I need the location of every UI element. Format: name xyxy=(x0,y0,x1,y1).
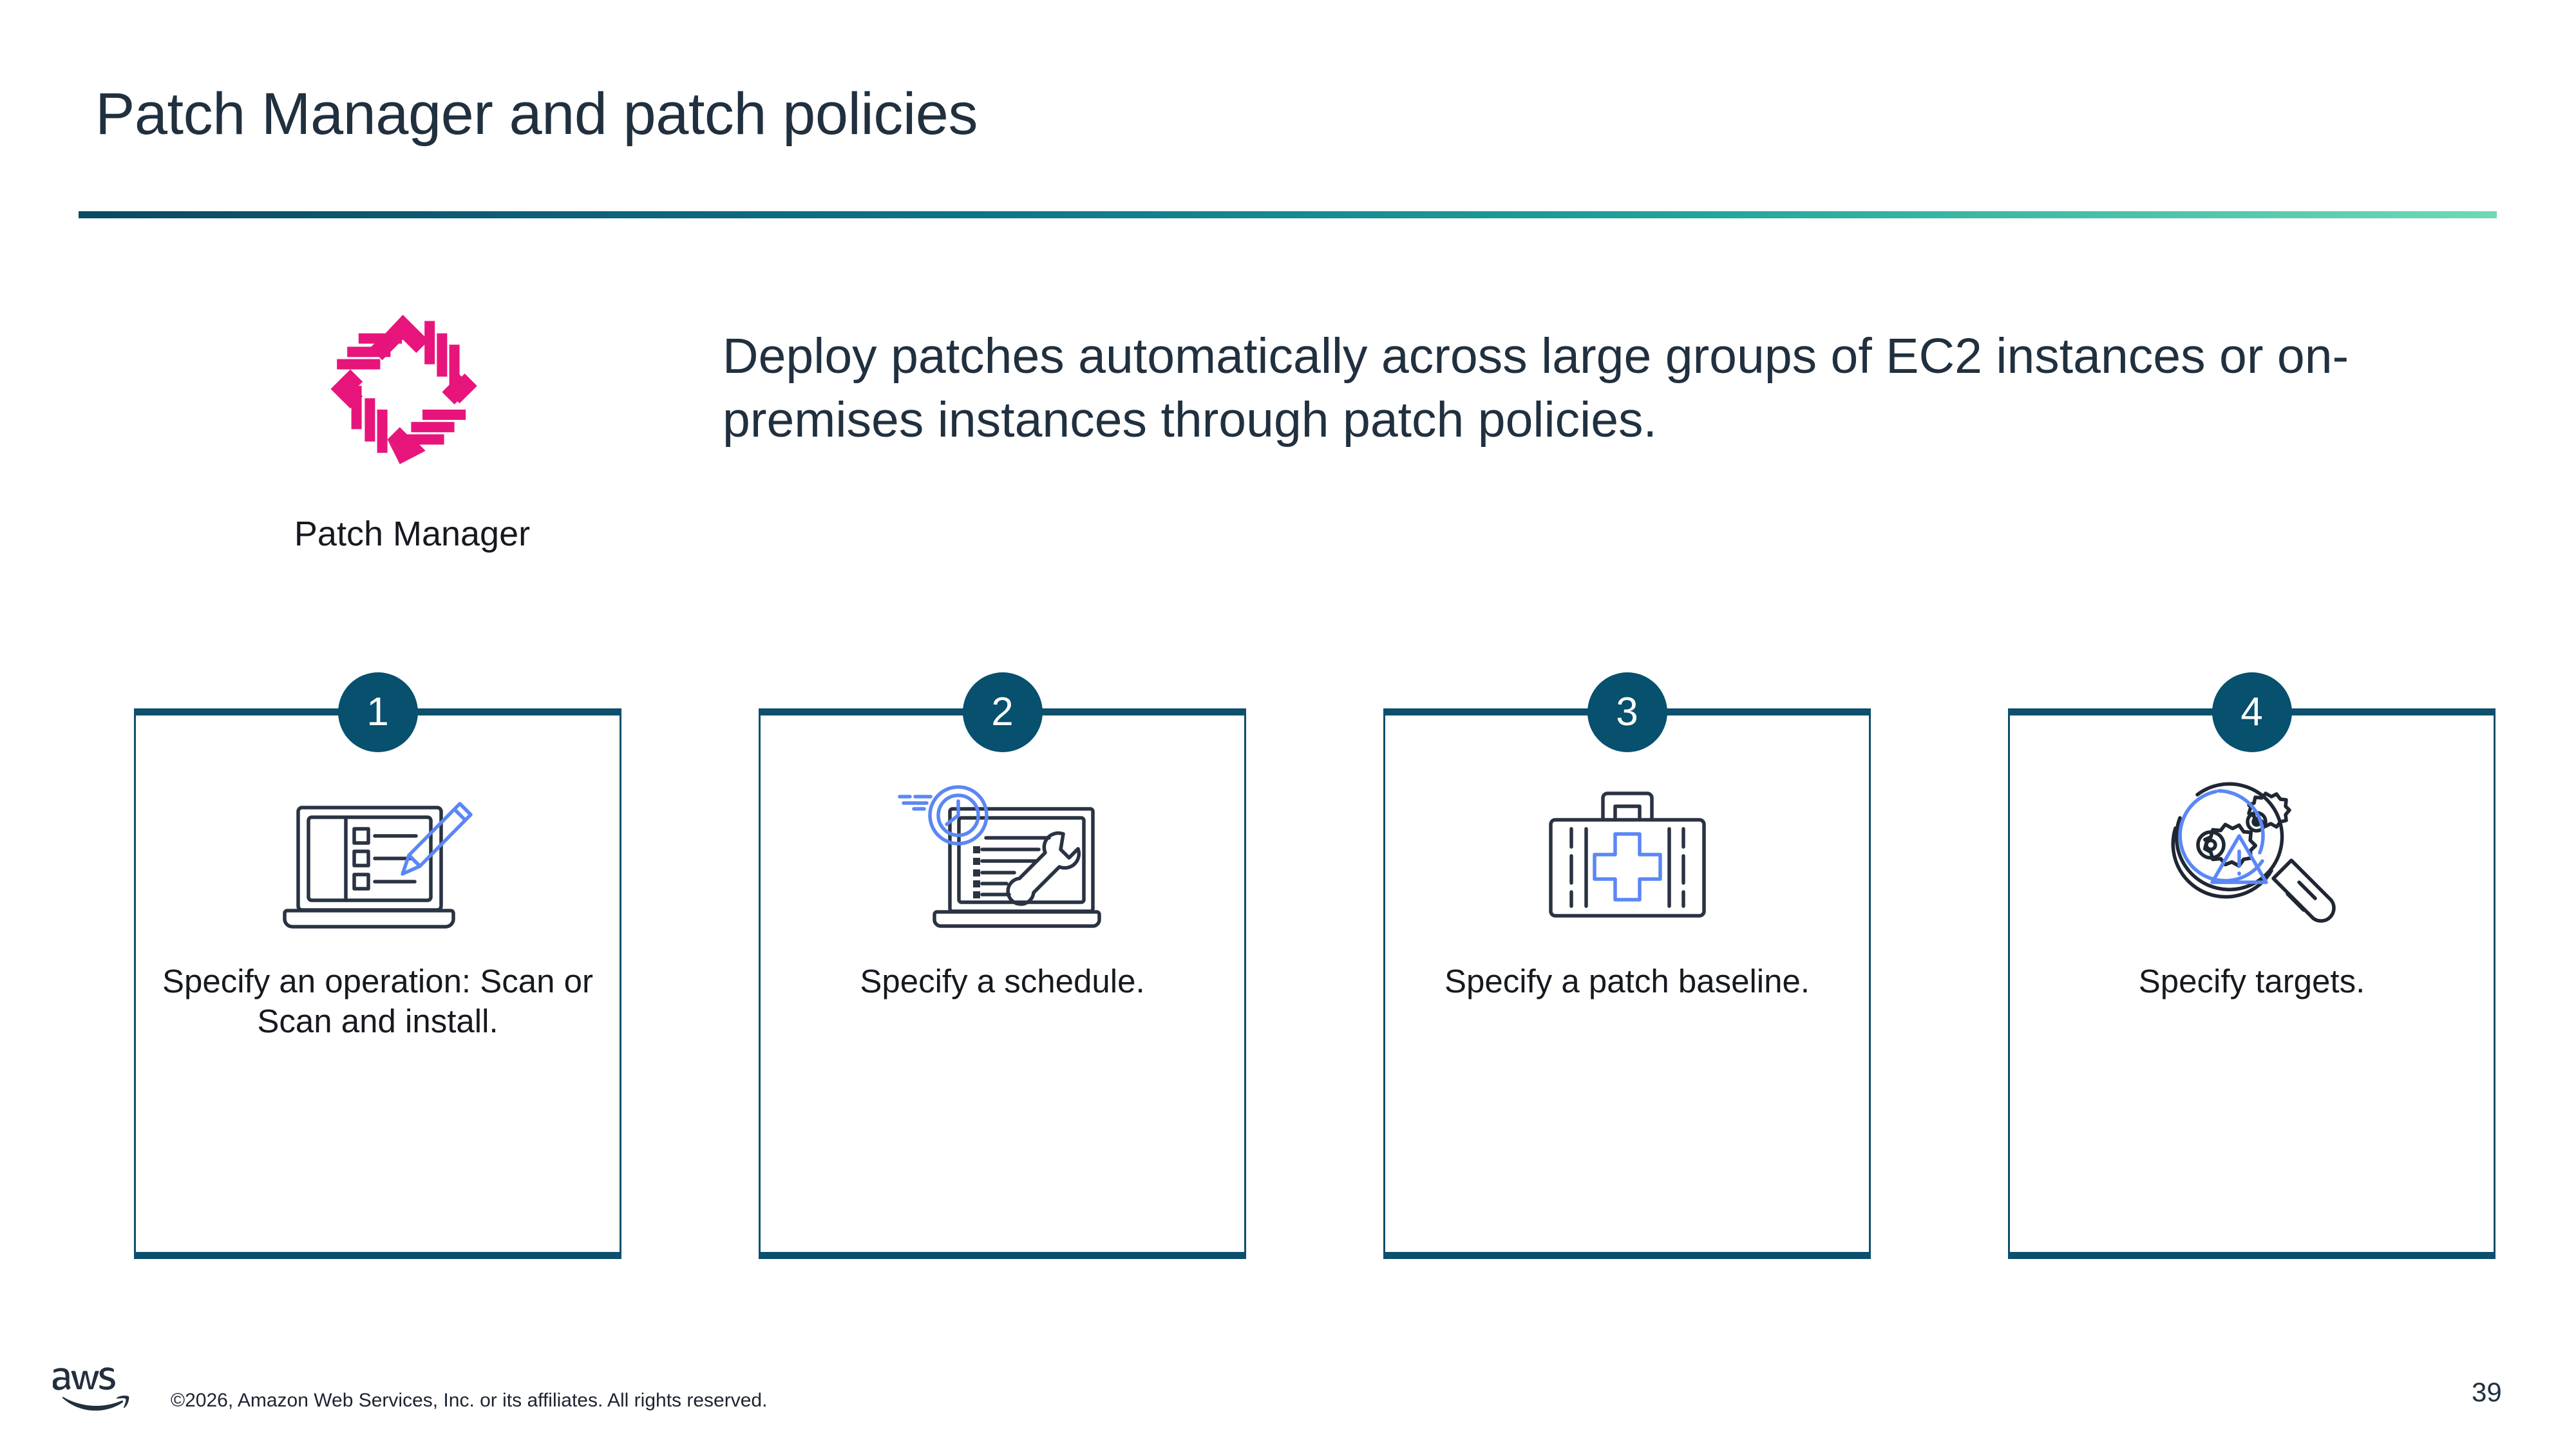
aws-logo xyxy=(53,1367,129,1411)
page-number: 39 xyxy=(2472,1377,2502,1407)
step-badge-4: 4 xyxy=(2211,672,2292,752)
step-caption-2: Specify a schedule. xyxy=(860,963,1145,999)
magnifier-gears-warning-icon xyxy=(2171,782,2336,923)
page-title: Patch Manager and patch policies xyxy=(95,81,978,147)
step-badge-2: 2 xyxy=(962,672,1043,752)
step-icon-1-wrap xyxy=(136,759,620,952)
laptop-checklist-pencil-icon xyxy=(282,802,473,929)
step-badge-3: 3 xyxy=(1587,672,1667,752)
laptop-wrench-clock-icon xyxy=(897,785,1101,928)
step-caption-3: Specify a patch baseline. xyxy=(1444,963,1810,999)
step-icon-3-wrap xyxy=(1385,759,1869,952)
step-badge-1: 1 xyxy=(337,672,418,752)
step-card-4: 4 Specify xyxy=(2008,672,2496,1259)
service-block: Patch Manager xyxy=(232,296,592,554)
service-label: Patch Manager xyxy=(294,515,531,553)
step-caption-4: Specify targets. xyxy=(2138,963,2365,999)
title-divider-rule xyxy=(79,211,2497,218)
step-card-2: 2 xyxy=(759,672,1246,1259)
step-card-3: 3 Specify a patch baseline. xyxy=(1383,672,1871,1259)
step-icon-4-wrap xyxy=(2010,759,2494,952)
step-card-1: 1 Specify an operation: Scan or Scan xyxy=(134,672,621,1259)
step-icon-2-wrap xyxy=(761,759,1244,952)
patch-manager-pinwheel-icon xyxy=(330,314,477,464)
first-aid-kit-icon xyxy=(1548,791,1706,918)
copyright-text: ©2026, Amazon Web Services, Inc. or its … xyxy=(171,1390,768,1411)
description-text: Deploy patches automatically across larg… xyxy=(723,328,2349,448)
step-caption-1: Specify an operation: Scan or Scan and i… xyxy=(162,963,594,1040)
